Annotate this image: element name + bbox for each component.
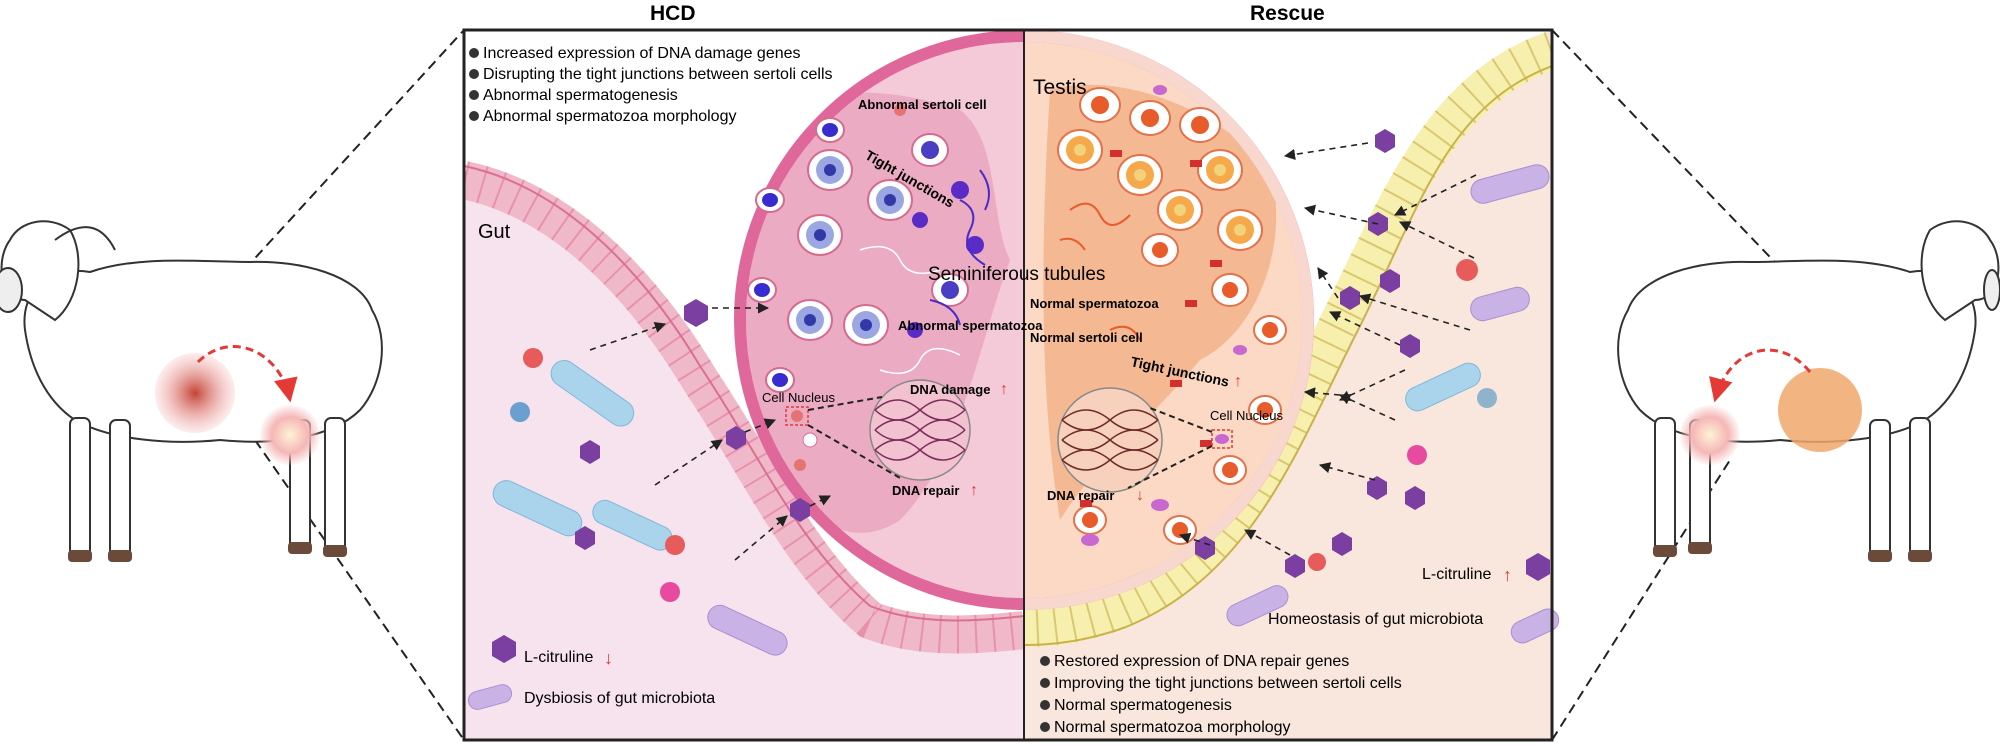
seminiferous-label: Seminiferous tubules — [928, 264, 1105, 285]
sheep-left-testis-spot — [260, 405, 320, 465]
hcd-gut-region — [464, 161, 1024, 740]
dna-repair-zoom — [1057, 387, 1233, 493]
cell-nucleus-right-label: Cell Nucleus — [1210, 408, 1283, 423]
testis-ring-right — [1023, 30, 1314, 610]
legend-l-citruline-icon-right — [1526, 553, 1550, 581]
normal-sertoli-label: Normal sertoli cell — [1030, 330, 1143, 345]
metabolite-arrows — [589, 142, 1477, 561]
legend-l-citruline-left-arrow: ↓ — [604, 648, 613, 668]
legend-dysbiosis-label: Dysbiosis of gut microbiota — [524, 690, 715, 707]
sheep-right-hooves — [1653, 542, 1932, 562]
legend-l-citruline-right-arrow: ↑ — [1503, 565, 1512, 585]
rescue-bullet-2: Improving the tight junctions between se… — [1054, 675, 1402, 692]
dna-repair-right-arrow: ↓ — [1136, 487, 1144, 504]
legend-homeostasis-label: Homeostasis of gut microbiota — [1268, 611, 1483, 628]
normal-spermatozoa-label: Normal spermatozoa — [1030, 296, 1159, 311]
rescue-bullet-4: Normal spermatozoa morphology — [1054, 719, 1291, 736]
hcd-bullet-3: Abnormal spermatogenesis — [483, 87, 678, 104]
legend-microbe-icon — [467, 684, 513, 710]
main-frame — [462, 28, 1554, 742]
dna-repair-right-label: DNA repair — [1047, 488, 1114, 503]
abnormal-sertoli-label: Abnormal sertoli cell — [858, 97, 987, 112]
legend-l-citruline-left-label: L-citruline — [524, 649, 593, 666]
tight-junctions-right-arrow: ↑ — [1234, 373, 1242, 390]
sheep-right-gut-spot — [1778, 368, 1862, 452]
hcd-bullet-4: Abnormal spermatozoa morphology — [483, 108, 736, 125]
rescue-bullet-3: Normal spermatogenesis — [1054, 697, 1232, 714]
bullet-dots — [469, 48, 1050, 732]
dna-damage-zoom — [785, 379, 971, 481]
hcd-microbiota — [492, 299, 810, 656]
sheep-right-testis-spot — [1680, 405, 1740, 465]
sheep-left-axis-arrow — [196, 345, 298, 403]
cell-nucleus-left-label: Cell Nucleus — [762, 390, 835, 405]
rescue-bullet-1: Restored expression of DNA repair genes — [1054, 653, 1349, 670]
dna-repair-left-label: DNA repair — [892, 483, 959, 498]
rescue-microbiota — [1195, 129, 1560, 644]
dna-damage-arrow: ↑ — [1000, 381, 1008, 398]
testis-label: Testis — [1033, 76, 1087, 99]
header-rescue: Rescue — [1250, 2, 1325, 25]
sheep-right-axis-arrow — [1709, 348, 1812, 403]
legend-l-citruline-right-label: L-citruline — [1422, 566, 1491, 583]
sheep-left-hooves — [68, 542, 347, 562]
hcd-bullet-1: Increased expression of DNA damage genes — [483, 45, 801, 62]
dna-repair-left-arrow: ↑ — [970, 482, 978, 499]
rescue-germ-cells — [1057, 85, 1287, 546]
sheep-left-gut-spot — [155, 353, 235, 433]
dna-damage-label: DNA damage — [910, 382, 990, 397]
gut-label: Gut — [478, 221, 511, 243]
legend-l-citruline-icon-left — [492, 635, 516, 663]
header-hcd: HCD — [650, 2, 696, 25]
hcd-bullet-2: Disrupting the tight junctions between s… — [483, 66, 833, 83]
abnormal-spermatozoa-label: Abnormal spermatozoa — [898, 318, 1043, 333]
hcd-germ-cells — [747, 104, 990, 471]
